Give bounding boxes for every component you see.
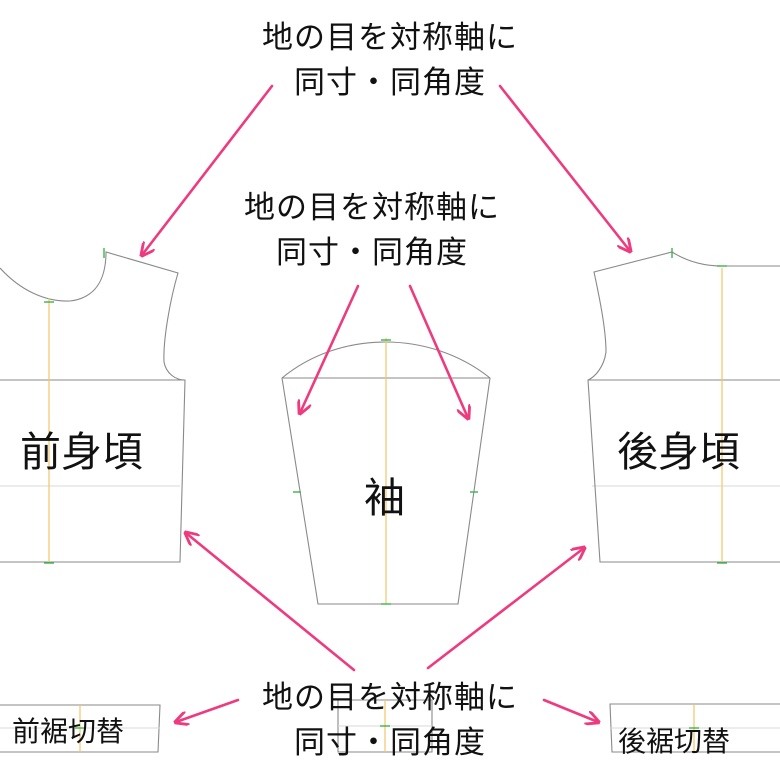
front-bodice-piece [0, 251, 186, 563]
note-middle-line1: 地の目を対称軸に [244, 190, 500, 226]
note-bottom-line2: 同寸・同角度 [294, 724, 486, 761]
label-back-bodice: 後身頃 [617, 428, 740, 476]
note-middle-line2: 同寸・同角度 [276, 234, 468, 271]
label-sleeve: 袖 [364, 474, 405, 522]
note-top-line1: 地の目を対称軸に [262, 20, 518, 56]
note-top-line2: 同寸・同角度 [294, 64, 486, 101]
arrow-top-left [142, 84, 274, 255]
arrow-middle-right [408, 284, 468, 418]
label-front-bodice: 前身頃 [20, 428, 143, 476]
label-back-hem: 後裾切替 [618, 725, 731, 758]
note-middle: 地の目を対称軸に 同寸・同角度 [202, 186, 542, 276]
note-bottom: 地の目を対称軸に 同寸・同角度 [220, 676, 560, 766]
notch-markers [44, 248, 727, 729]
note-top: 地の目を対称軸に 同寸・同角度 [220, 16, 560, 106]
arrow-bottom-to-front-hem [176, 698, 240, 722]
note-bottom-line1: 地の目を対称軸に [262, 680, 518, 716]
arrow-bottom-to-front-bodice [186, 533, 356, 672]
arrow-middle-left [300, 284, 360, 413]
arrow-top-right [498, 84, 630, 251]
back-bodice-piece [587, 251, 780, 563]
arrows [142, 84, 630, 722]
label-front-hem: 前裾切替 [12, 715, 125, 748]
arrow-bottom-to-back-bodice [426, 548, 584, 670]
arrow-bottom-to-back-hem [542, 698, 598, 722]
